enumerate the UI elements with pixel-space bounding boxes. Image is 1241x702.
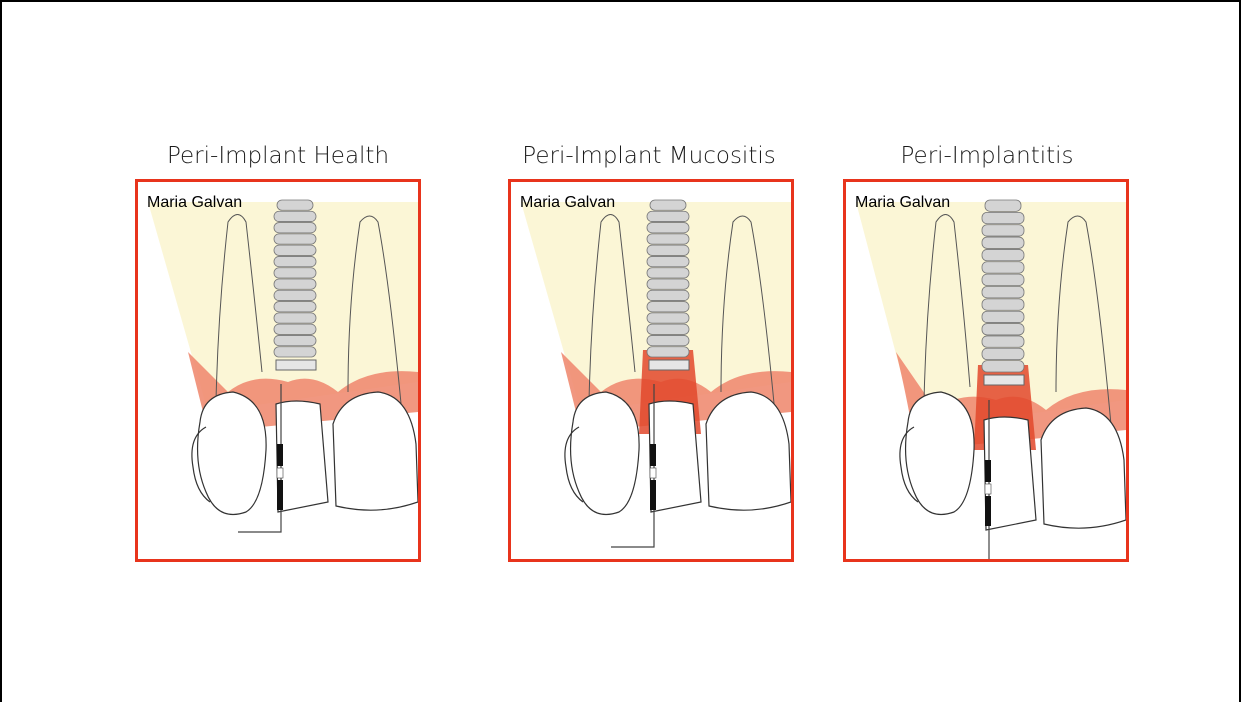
implant-thread <box>274 335 316 345</box>
implant-thread <box>647 256 689 266</box>
left-crown <box>198 392 267 515</box>
probe-marking <box>650 444 656 466</box>
probe-marking <box>277 480 283 510</box>
right-crown <box>1041 408 1126 528</box>
implant-thread <box>982 212 1024 223</box>
implant-thread <box>647 324 689 334</box>
right-crown <box>706 392 791 510</box>
implant-thread <box>982 249 1024 260</box>
implant-thread <box>277 200 313 210</box>
implant-thread <box>274 290 316 300</box>
implant-thread <box>647 279 689 289</box>
implant-thread <box>647 302 689 312</box>
implant-thread <box>982 299 1024 310</box>
probe-marking <box>985 496 991 526</box>
left-crown <box>571 392 640 515</box>
probe-marking <box>985 484 991 494</box>
implant-thread <box>982 324 1024 335</box>
implant-thread <box>647 268 689 278</box>
probe-marking <box>277 444 283 466</box>
title-mucositis: Peri-Implant Mucositis <box>499 140 799 172</box>
panel-peri-implant-health: Maria Galvan <box>135 179 421 562</box>
implant-thread <box>982 336 1024 347</box>
implant-thread <box>274 313 316 323</box>
implant-thread <box>982 262 1024 273</box>
title-implantitis: Peri-Implantitis <box>844 140 1130 172</box>
implant-crown <box>984 417 1036 530</box>
credit-label: Maria Galvan <box>855 194 950 212</box>
implant-thread <box>982 287 1024 298</box>
implant-crown <box>649 401 701 512</box>
implant-collar <box>984 375 1024 385</box>
implant-thread <box>647 234 689 244</box>
left-crown <box>906 392 975 515</box>
probe-marking <box>277 468 283 478</box>
implant-thread <box>274 245 316 255</box>
implant-collar <box>649 360 689 370</box>
implant-thread <box>274 279 316 289</box>
implant-thread <box>274 302 316 312</box>
implant-thread <box>982 225 1024 236</box>
implant-thread <box>647 290 689 300</box>
implant-thread <box>982 274 1024 285</box>
implant-thread <box>647 347 689 357</box>
probe-marking <box>650 480 656 510</box>
implant-thread <box>982 361 1024 372</box>
implant-collar <box>276 360 316 370</box>
illustration-implantitis <box>846 182 1126 559</box>
implant-thread <box>982 237 1024 248</box>
implant-thread <box>274 234 316 244</box>
panel-peri-implantitis: Maria Galvan <box>843 179 1129 562</box>
implant-thread <box>647 223 689 233</box>
implant-thread <box>274 223 316 233</box>
probe-marking <box>650 468 656 478</box>
title-health: Peri-Implant Health <box>135 140 421 172</box>
credit-label: Maria Galvan <box>147 194 242 212</box>
illustration-health <box>138 182 418 559</box>
implant-thread <box>647 245 689 255</box>
implant-crown <box>276 401 328 512</box>
implant-thread <box>274 211 316 221</box>
implant-thread <box>647 211 689 221</box>
credit-label: Maria Galvan <box>520 194 615 212</box>
implant-thread <box>982 311 1024 322</box>
implant-thread <box>985 200 1021 211</box>
panel-peri-implant-mucositis: Maria Galvan <box>508 179 794 562</box>
right-crown <box>333 392 418 510</box>
implant-thread <box>982 348 1024 359</box>
implant-thread <box>650 200 686 210</box>
implant-thread <box>647 335 689 345</box>
implant-thread <box>274 347 316 357</box>
implant-thread <box>274 268 316 278</box>
probe-marking <box>985 460 991 482</box>
implant-thread <box>274 256 316 266</box>
implant-thread <box>647 313 689 323</box>
implant-thread <box>274 324 316 334</box>
illustration-mucositis <box>511 182 791 559</box>
